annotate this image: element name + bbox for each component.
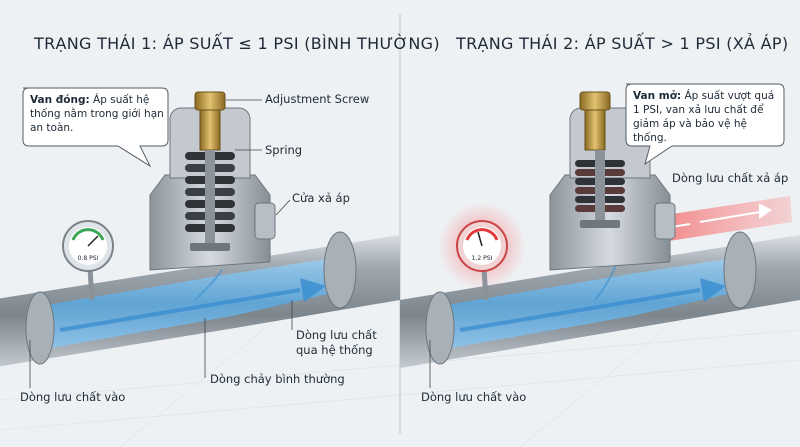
right-valve-disc-open	[580, 220, 620, 228]
label-flow-through: Dòng lưu chất qua hệ thống	[296, 328, 377, 357]
right-valve-stem	[595, 150, 605, 220]
right-gauge-scale	[465, 228, 499, 241]
label-normal-flow: Dòng chảy bình thường	[210, 372, 345, 386]
left-fluid	[40, 256, 345, 350]
right-gauge-reading: 1.2 PSI	[472, 255, 493, 262]
left-callout-bubble	[22, 87, 169, 168]
right-screw-stem	[584, 109, 606, 151]
left-gauge-reading: 0.8 PSI	[78, 255, 99, 262]
right-gauge-needle	[477, 231, 483, 247]
left-valve-stem	[205, 150, 215, 245]
left-gauge-needle	[87, 235, 99, 247]
label-inflow-left: Dòng lưu chất vào	[20, 390, 126, 404]
left-flow-arrowhead	[300, 278, 326, 302]
right-flow-arrowhead	[700, 278, 726, 302]
left-flange-outlet	[323, 231, 357, 309]
left-flow-curve	[194, 269, 223, 301]
left-panel-title: TRẠNG THÁI 1: ÁP SUẤT ≤ 1 PSI (BÌNH THƯỜ…	[34, 34, 440, 53]
right-gauge-stem	[481, 267, 489, 301]
left-adjustment-screw	[194, 91, 226, 111]
left-gauge-stem	[87, 267, 95, 301]
left-callout-text: Van đóng: Áp suất hệ thống nằm trong giớ…	[30, 93, 164, 135]
left-valve-illustration: 0.8 PSI	[0, 87, 400, 388]
label-discharge-flow: Dòng lưu chất xả áp	[672, 171, 789, 185]
left-valve-disc	[190, 243, 230, 251]
right-callout-bubble	[625, 83, 785, 166]
left-flange-inlet	[25, 291, 55, 365]
right-relief-port	[654, 202, 676, 240]
right-callout-body: Áp suất vượt quá 1 PSI, van xả lưu chất …	[633, 90, 775, 144]
label-relief-port: Cửa xả áp	[292, 191, 350, 205]
left-relief-port	[254, 202, 276, 240]
right-callout-bold: Van mở:	[633, 90, 682, 102]
right-panel-title: TRẠNG THÁI 2: ÁP SUẤT > 1 PSI (XẢ ÁP)	[456, 34, 789, 53]
right-flow-line	[459, 288, 701, 332]
right-flange-outlet	[723, 231, 757, 309]
label-adjustment-screw: Adjustment Screw	[265, 92, 370, 106]
right-flange-inlet	[425, 291, 455, 365]
right-valve-illustration: 1.2 PSI	[400, 83, 800, 388]
label-inflow-right: Dòng lưu chất vào	[421, 390, 527, 404]
left-screw-stem	[199, 109, 221, 151]
right-callout-text: Van mở: Áp suất vượt quá 1 PSI, van xả l…	[633, 89, 781, 145]
left-callout-body: Áp suất hệ thống nằm trong giới hạn an t…	[30, 94, 164, 134]
right-adjustment-screw	[579, 91, 611, 111]
label-spring: Spring	[265, 143, 303, 157]
right-fluid	[440, 256, 745, 350]
leader-relief-port	[275, 199, 291, 216]
left-flow-line	[59, 288, 301, 332]
left-callout-bold: Van đóng:	[30, 94, 90, 106]
left-gauge-scale	[71, 228, 105, 241]
